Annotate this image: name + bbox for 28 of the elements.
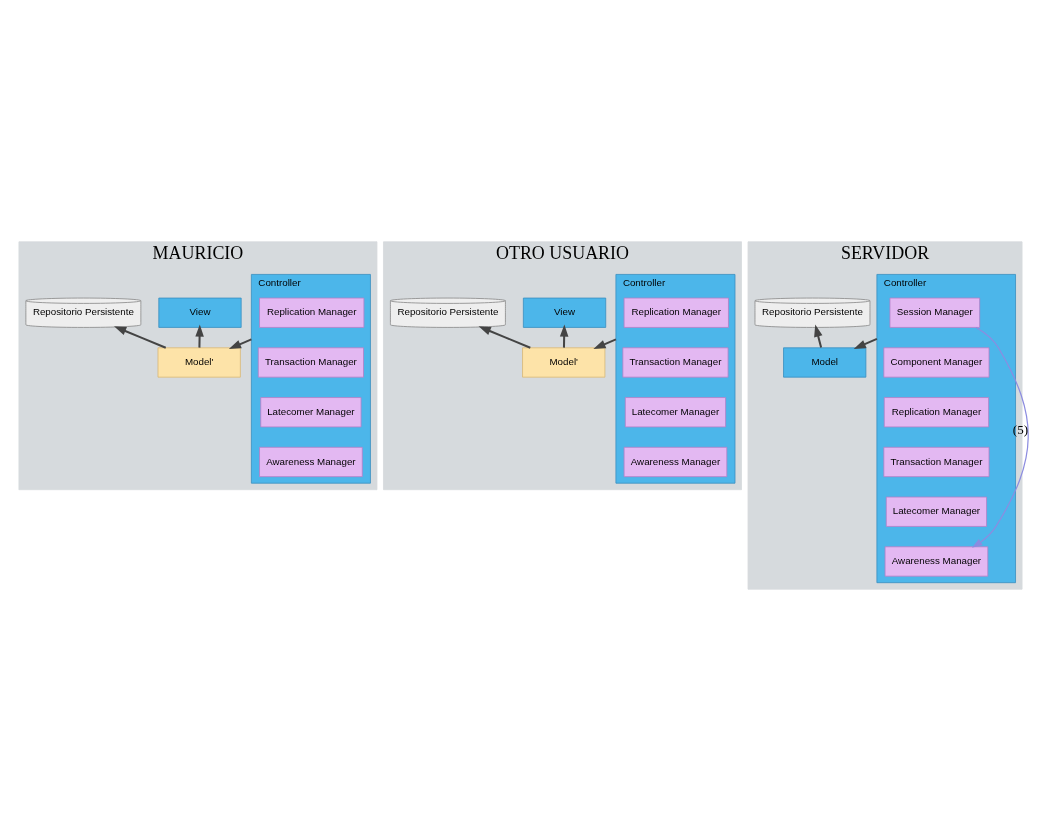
node-box: Awareness Manager — [259, 446, 363, 477]
node-box: Session Manager — [889, 297, 981, 328]
node-box: View — [158, 297, 242, 328]
arrow — [971, 326, 1029, 548]
node-box: Model — [783, 346, 867, 378]
arrow — [853, 337, 878, 349]
node-box: Replication Manager — [259, 297, 365, 328]
node-box: Latecomer Manager — [260, 396, 362, 427]
node-box: Replication Manager — [623, 297, 729, 328]
node-box: Component Manager — [883, 346, 990, 378]
arrow — [228, 337, 252, 349]
arrow — [814, 324, 823, 348]
node-box: Latecomer Manager — [624, 396, 726, 427]
node-box: Model' — [157, 346, 241, 378]
arrow — [195, 323, 204, 348]
node-box: Model' — [522, 346, 606, 378]
arrow — [593, 337, 617, 349]
node-box: Transaction Manager — [622, 346, 729, 378]
node-box: Transaction Manager — [257, 346, 364, 378]
arrow — [559, 323, 569, 348]
node-box: Awareness Manager — [884, 545, 989, 577]
node-box: Transaction Manager — [883, 446, 990, 477]
node-box: Latecomer Manager — [885, 496, 987, 527]
arrow — [114, 325, 167, 349]
node-box: Awareness Manager — [623, 446, 728, 477]
node-box: Replication Manager — [883, 396, 990, 427]
arrow — [478, 325, 531, 349]
node-box: View — [522, 297, 607, 328]
